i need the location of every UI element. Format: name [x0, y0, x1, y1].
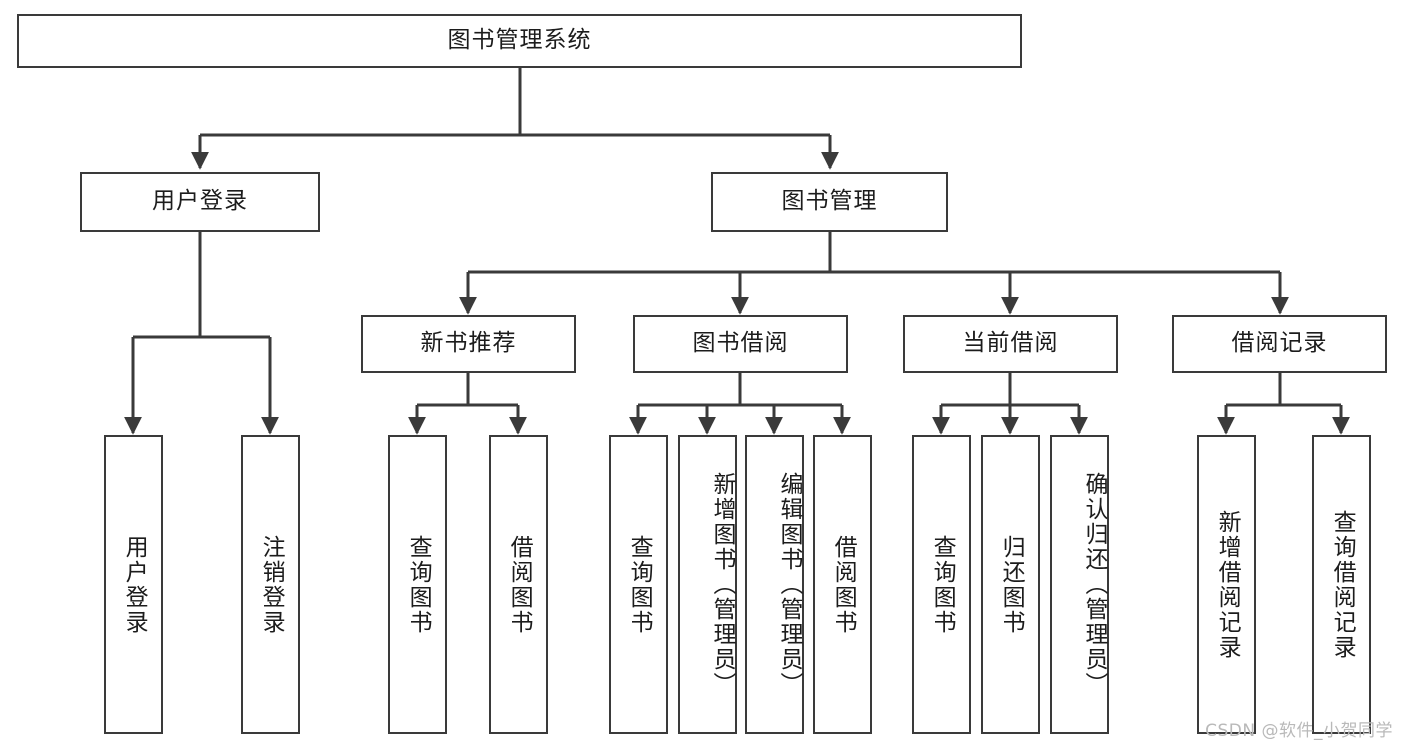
node-leaf-borrow-book-1-label: 借阅图书	[506, 534, 533, 635]
node-root[interactable]: 图书管理系统	[17, 14, 1022, 68]
node-leaf-borrow-book-2[interactable]: 借阅图书	[813, 435, 872, 734]
node-current-borrow[interactable]: 当前借阅	[903, 315, 1118, 373]
node-book-manage[interactable]: 图书管理	[711, 172, 948, 232]
node-leaf-add-record[interactable]: 新增借阅记录	[1197, 435, 1256, 734]
node-leaf-borrow-book-1[interactable]: 借阅图书	[489, 435, 548, 734]
node-leaf-logout-label: 注销登录	[258, 534, 285, 635]
node-leaf-user-login-label: 用户登录	[121, 534, 148, 635]
node-user-login[interactable]: 用户登录	[80, 172, 320, 232]
node-leaf-return-book-label: 归还图书	[998, 534, 1025, 635]
node-leaf-user-login[interactable]: 用户登录	[104, 435, 163, 734]
node-leaf-confirm-return[interactable]: 确认归还（管理员）	[1050, 435, 1109, 734]
node-leaf-edit-book-label: 编辑图书（管理员）	[776, 472, 802, 697]
node-leaf-query-book-1-label: 查询图书	[405, 534, 432, 635]
node-borrow-record-label: 借阅记录	[1231, 330, 1328, 357]
node-leaf-add-book-label: 新增图书（管理员）	[709, 472, 735, 697]
watermark: CSDN @软件_小贺同学	[1205, 721, 1393, 741]
node-leaf-query-book-3[interactable]: 查询图书	[912, 435, 971, 734]
node-leaf-add-record-label: 新增借阅记录	[1214, 509, 1241, 660]
node-root-label: 图书管理系统	[447, 27, 592, 54]
node-leaf-add-book[interactable]: 新增图书（管理员）	[678, 435, 737, 734]
node-new-book-recommend-label: 新书推荐	[420, 330, 517, 357]
node-leaf-query-book-3-label: 查询图书	[929, 534, 956, 635]
node-leaf-query-record-label: 查询借阅记录	[1329, 509, 1356, 660]
node-leaf-return-book[interactable]: 归还图书	[981, 435, 1040, 734]
node-leaf-query-book-1[interactable]: 查询图书	[388, 435, 447, 734]
node-book-manage-label: 图书管理	[781, 188, 878, 215]
node-leaf-logout[interactable]: 注销登录	[241, 435, 300, 734]
node-leaf-query-record[interactable]: 查询借阅记录	[1312, 435, 1371, 734]
node-leaf-query-book-2-label: 查询图书	[626, 534, 653, 635]
node-new-book-recommend[interactable]: 新书推荐	[361, 315, 576, 373]
node-current-borrow-label: 当前借阅	[962, 330, 1059, 357]
node-leaf-query-book-2[interactable]: 查询图书	[609, 435, 668, 734]
node-leaf-borrow-book-2-label: 借阅图书	[830, 534, 857, 635]
node-borrow-record[interactable]: 借阅记录	[1172, 315, 1387, 373]
node-leaf-confirm-return-label: 确认归还（管理员）	[1081, 472, 1107, 697]
node-leaf-edit-book[interactable]: 编辑图书（管理员）	[745, 435, 804, 734]
node-user-login-label: 用户登录	[152, 188, 248, 215]
node-book-borrow-label: 图书借阅	[692, 330, 789, 357]
node-book-borrow[interactable]: 图书借阅	[633, 315, 848, 373]
